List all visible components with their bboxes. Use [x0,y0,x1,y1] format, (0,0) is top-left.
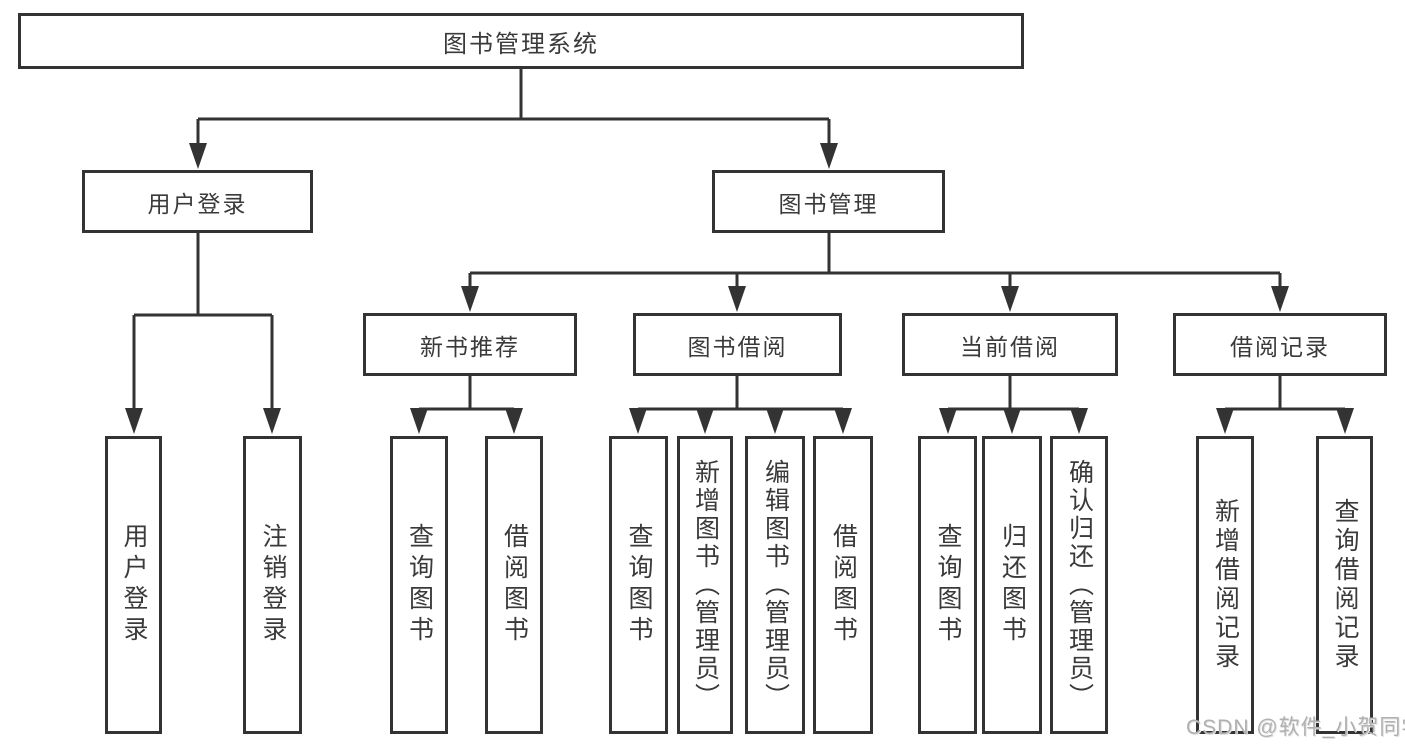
leaf-borrow-borrow-books: 借阅图书 [813,436,873,734]
leaf-current-return-books: 归还图书 [982,436,1042,734]
leaf-records-add-borrow-record: 新增借阅记录 [1196,436,1254,734]
node-user-login: 用户登录 [82,170,313,233]
node-new-book-recommend: 新书推荐 [363,313,577,376]
leaf-logout-login: 注销登录 [243,436,302,734]
leaf-borrow-query-books: 查询图书 [609,436,668,734]
leaf-user-login: 用户登录 [105,436,162,734]
leaf-newbooks-borrow-books: 借阅图书 [485,436,543,734]
leaf-records-query-borrow-record: 查询借阅记录 [1316,436,1373,734]
node-book-management: 图书管理 [712,170,945,233]
leaf-borrow-edit-books-admin: 编辑图书（管理员） [745,436,805,734]
watermark: CSDN @软件_小贺同学 [1186,716,1405,739]
node-library-system: 图书管理系统 [18,13,1024,69]
node-borrow-records: 借阅记录 [1173,313,1387,376]
node-book-borrow: 图书借阅 [633,313,842,376]
node-current-borrow: 当前借阅 [902,313,1118,376]
leaf-borrow-add-books-admin: 新增图书（管理员） [677,436,733,734]
leaf-newbooks-query-books: 查询图书 [390,436,448,734]
leaf-current-confirm-return-admin: 确认归还（管理员） [1050,436,1108,734]
leaf-current-query-books: 查询图书 [918,436,977,734]
